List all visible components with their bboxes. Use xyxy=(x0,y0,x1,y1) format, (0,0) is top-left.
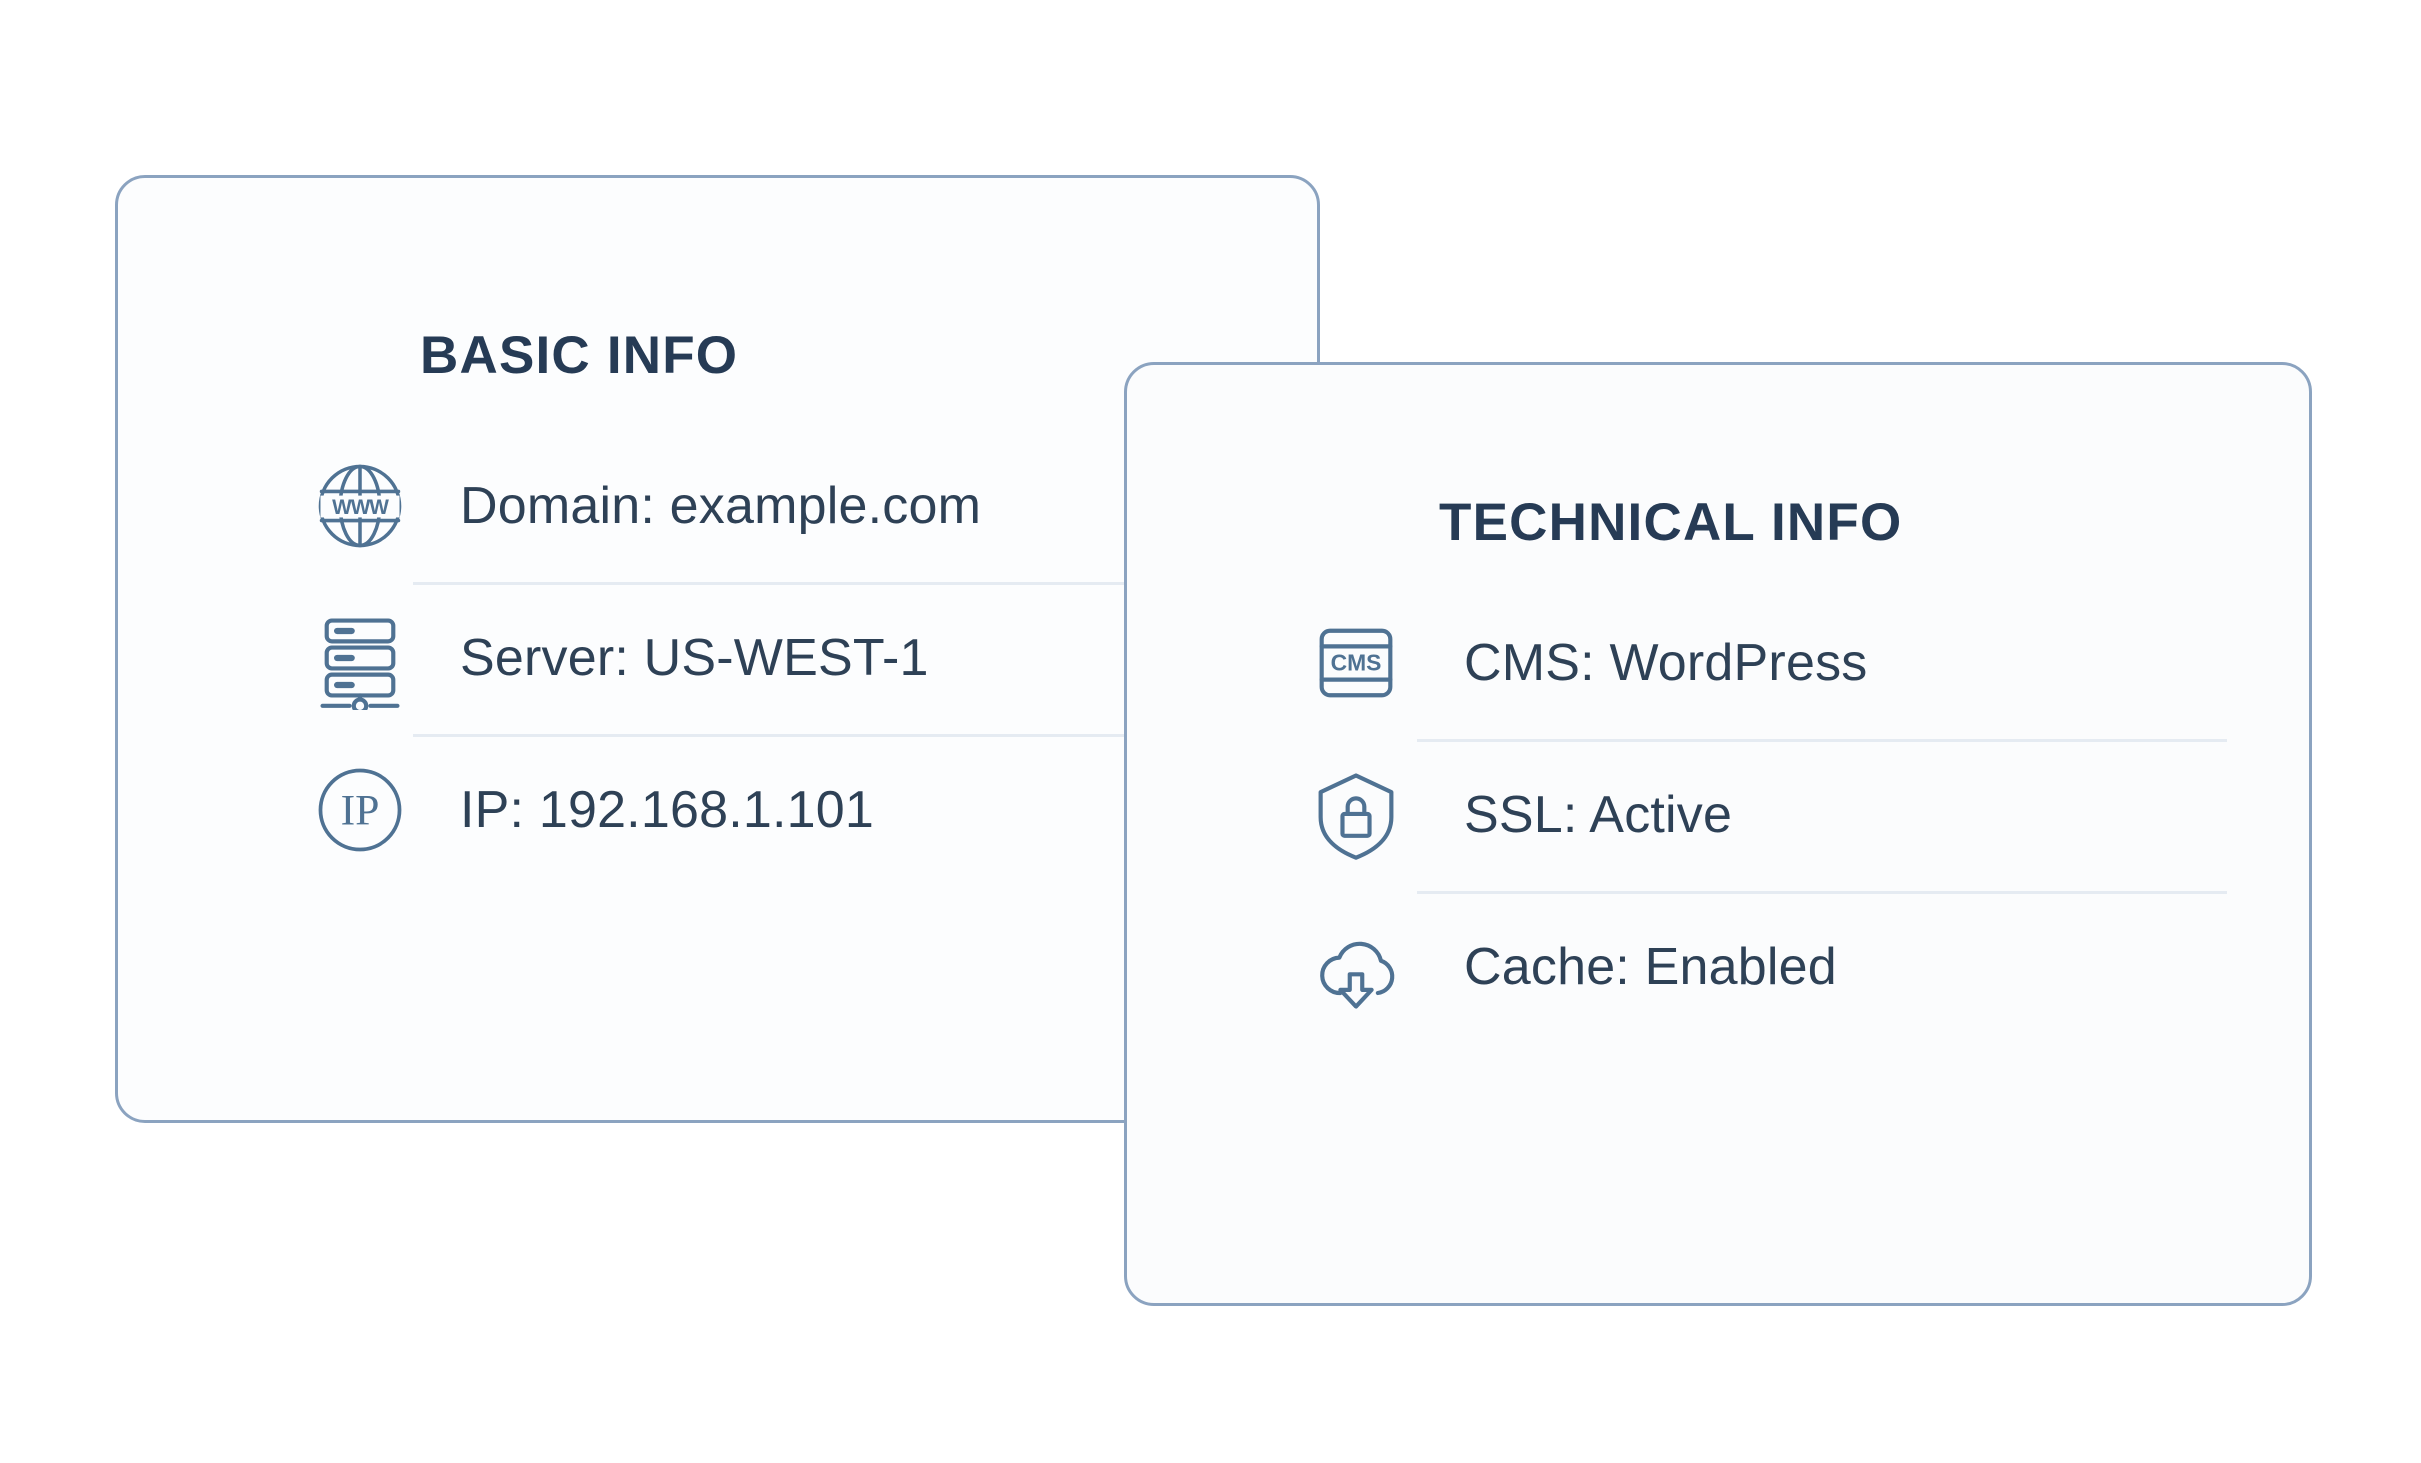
technical-info-card-title: TECHNICAL INFO xyxy=(1439,492,1903,552)
technical-info-row-ssl-label: SSL: Active xyxy=(1464,786,1733,844)
basic-info-card: BASIC INFO WWW xyxy=(115,175,1320,1123)
technical-info-card: TECHNICAL INFO CMS CMS: WordPress xyxy=(1124,362,2312,1306)
technical-info-row-cache-label: Cache: Enabled xyxy=(1464,938,1837,996)
basic-info-row-domain[interactable]: WWW Domain: example.com xyxy=(118,430,1317,582)
globe-www-icon: WWW xyxy=(308,454,412,558)
shield-lock-icon xyxy=(1304,763,1408,867)
svg-text:CMS: CMS xyxy=(1331,649,1382,675)
server-rack-icon xyxy=(308,606,412,710)
cms-card-icon: CMS xyxy=(1304,611,1408,715)
basic-info-row-list: WWW Domain: example.com xyxy=(118,430,1317,886)
cloud-download-icon xyxy=(1304,915,1408,1019)
basic-info-card-title: BASIC INFO xyxy=(420,325,739,385)
basic-info-row-ip-label: IP: 192.168.1.101 xyxy=(460,781,874,839)
technical-info-row-cms[interactable]: CMS CMS: WordPress xyxy=(1127,587,2309,739)
svg-text:WWW: WWW xyxy=(332,496,389,519)
technical-info-row-cms-label: CMS: WordPress xyxy=(1464,634,1868,692)
technical-info-row-cache[interactable]: Cache: Enabled xyxy=(1127,891,2309,1043)
ip-circle-icon: IP xyxy=(308,758,412,862)
svg-text:IP: IP xyxy=(341,787,380,835)
basic-info-row-server[interactable]: Server: US-WEST-1 xyxy=(118,582,1317,734)
basic-info-row-server-label: Server: US-WEST-1 xyxy=(460,629,929,687)
technical-info-row-list: CMS CMS: WordPress SSL: Active xyxy=(1127,587,2309,1043)
technical-info-row-ssl[interactable]: SSL: Active xyxy=(1127,739,2309,891)
basic-info-row-ip[interactable]: IP IP: 192.168.1.101 xyxy=(118,734,1317,886)
basic-info-row-domain-label: Domain: example.com xyxy=(460,477,982,535)
